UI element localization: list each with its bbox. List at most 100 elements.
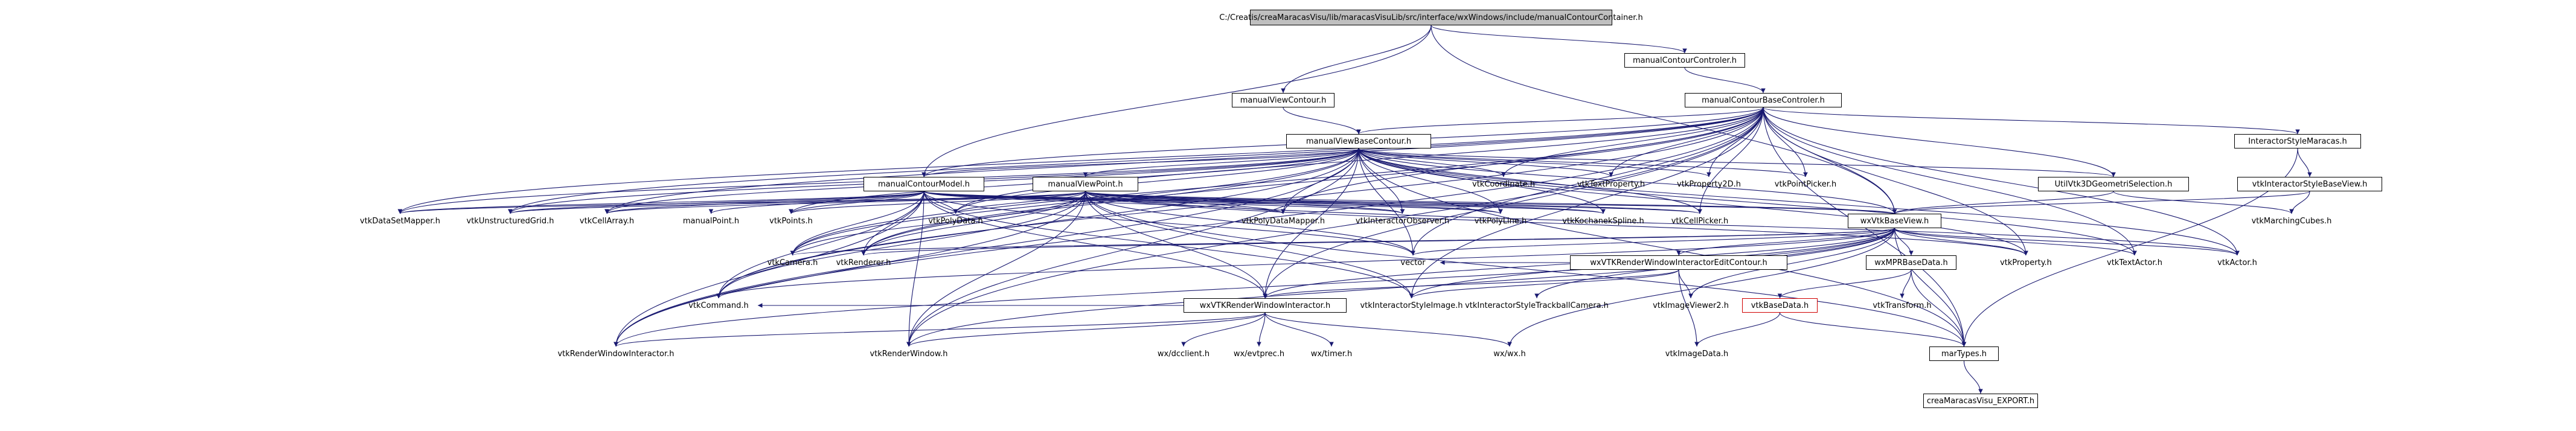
node-vtkpoints: vtkPoints.h: [769, 216, 813, 226]
node-vtkcamera: vtkCamera.h: [767, 258, 818, 267]
node-wxvtkrwi-editcontour[interactable]: wxVTKRenderWindowInteractorEditContour.h: [1570, 255, 1787, 270]
edge-basecontroler-to-vtkcoordinate: [1501, 107, 1764, 177]
node-vtkproperty: vtkProperty.h: [2000, 258, 2052, 267]
edge-basecontroler-to-vtkinteractorstyleimage: [1409, 107, 1764, 299]
edge-contourmodel-to-vector: [923, 191, 1415, 256]
edge-basecontroler-to-vtkcellarray: [604, 107, 1764, 214]
node-controler[interactable]: manualContourControler.h: [1624, 53, 1745, 68]
node-viewbasecontour[interactable]: manualViewBaseContour.h: [1286, 134, 1431, 148]
node-wxtimer: wx/timer.h: [1310, 349, 1353, 359]
edge-viewbasecontour-to-vtkpolydata: [953, 148, 1359, 214]
node-vtkinteractorobserver: vtkInteractorObserver.h: [1355, 216, 1450, 226]
edge-viewbasecontour-to-vtkactor: [1358, 148, 2240, 256]
edge-viewpoint-to-vtkkochanekspline: [1085, 191, 1606, 214]
edge-wxvtkrwi-to-wxwx: [1264, 312, 1512, 347]
node-viewcontour[interactable]: manualViewContour.h: [1232, 93, 1334, 107]
node-vtktextactor: vtkTextActor.h: [2107, 258, 2162, 267]
edge-viewbasecontour-to-utilvtk3d: [1358, 148, 2116, 177]
edge-vtkbasedata-to-vtkimagedata: [1694, 312, 1781, 347]
edge-viewpoint-to-vtkrenderer: [861, 191, 1086, 256]
edge-controler-to-basecontroler: [1684, 67, 1766, 94]
edge-wxvtkbaseview-to-martypes: [1894, 228, 1967, 347]
node-vtkinteractorstyletrackballcamera: vtkInteractorStyleTrackballCamera.h: [1465, 301, 1609, 310]
node-contourmodel[interactable]: manualContourModel.h: [863, 177, 984, 191]
edge-viewcontour-to-viewbasecontour: [1283, 107, 1361, 135]
edge-viewpoint-to-vtkrenderwindowinteractor: [614, 191, 1086, 347]
edge-viewbasecontour-to-wxvtkbaseview: [1358, 148, 1897, 214]
edge-viewpoint-to-vtkinteractorstyleimage: [1085, 191, 1414, 299]
edge-viewpoint-to-vtkunstructuredgrid: [508, 191, 1086, 214]
edge-vtkbasedata-to-martypes: [1779, 312, 1967, 347]
edge-viewpoint-to-vtkcellarray: [604, 191, 1086, 214]
edge-wxvtkrwi-to-wxdcclient: [1181, 312, 1266, 347]
node-root[interactable]: C:/Creatis/creaMaracasVisu/lib/maracasVi…: [1219, 10, 1643, 25]
node-vtkrenderer: vtkRenderer.h: [836, 258, 891, 267]
edge-viewbasecontour-to-vtkcoordinate: [1358, 148, 1506, 177]
node-vtkimageviewer2: vtkImageViewer2.h: [1653, 301, 1729, 310]
edge-wxvtkbaseview-to-wxwx: [1507, 228, 1895, 347]
edge-wxvtkbaseview-to-vector: [1411, 228, 1895, 256]
node-vector: vector: [1400, 258, 1426, 267]
edge-wxvtkrwi-to-wxtimer: [1264, 312, 1334, 347]
edge-basecontroler-to-vtkpointpicker: [1763, 107, 1808, 177]
edge-contourmodel-to-vtkrenderwindow: [906, 191, 924, 347]
node-vtkpolydatamapper: vtkPolyDataMapper.h: [1241, 216, 1325, 226]
edge-viewpoint-to-vtkproperty: [1085, 191, 2028, 256]
edge-viewpoint-to-vtkpolyline: [1085, 191, 1503, 214]
edge-basecontroler-to-vector: [1411, 107, 1764, 256]
node-vtkimagedata: vtkImageData.h: [1665, 349, 1729, 359]
node-vtkcellarray: vtkCellArray.h: [579, 216, 635, 226]
node-viewpoint[interactable]: manualViewPoint.h: [1033, 177, 1138, 191]
node-vtkmarchingcubes: vtkMarchingCubes.h: [2251, 216, 2332, 226]
edge-contourmodel-to-manualpoint: [708, 191, 924, 214]
edge-contourmodel-to-vtkunstructuredgrid: [508, 191, 924, 214]
node-vtkpolydata: vtkPolyData.h: [928, 216, 983, 226]
edge-basecontroler-to-vtkrenderer: [861, 107, 1764, 256]
node-vtkrenderwindowinteractor: vtkRenderWindowInteractor.h: [557, 349, 674, 359]
edge-viewpoint-to-vector: [1085, 191, 1415, 256]
edge-wxvtkbaseview-to-wxvtkrwi-editcontour: [1676, 228, 1895, 256]
node-vtkbasedata[interactable]: vtkBaseData.h: [1742, 298, 1818, 313]
edge-viewbasecontour-to-vtkcellpicker: [1358, 148, 1702, 214]
edge-basecontroler-to-vtkcellpicker: [1697, 107, 1764, 214]
node-vtkcellpicker: vtkCellPicker.h: [1671, 216, 1729, 226]
edge-basecontroler-to-vtktextproperty: [1609, 107, 1764, 177]
edge-viewpoint-to-vtkrenderwindow: [906, 191, 1086, 347]
edge-basecontroler-to-vtkdatasetmapper: [397, 107, 1764, 214]
node-wxmprbasedata[interactable]: wxMPRBaseData.h: [1866, 255, 1956, 270]
edge-viewpoint-to-wxvtkbaseview: [1085, 191, 1897, 214]
node-utilvtk3d[interactable]: UtilVtk3DGeometriSelection.h: [2038, 177, 2189, 191]
edge-basecontroler-to-vtkrenderwindowinteractor: [614, 107, 1764, 347]
edge-contourmodel-to-vtkcamera: [790, 191, 924, 256]
node-vtkinteractorstylebaseview[interactable]: vtkInteractorStyleBaseView.h: [2237, 177, 2382, 191]
node-vtkactor: vtkActor.h: [2217, 258, 2257, 267]
edge-wxvtkbaseview-to-vtkproperty: [1894, 228, 2028, 256]
node-wxvtkrwi[interactable]: wxVTKRenderWindowInteractor.h: [1184, 298, 1347, 313]
edge-contourmodel-to-vtkcellpicker: [923, 191, 1702, 214]
edge-wxmprbasedata-to-vtkbasedata: [1777, 269, 1912, 299]
node-vtkpolyline: vtkPolyLine.h: [1474, 216, 1527, 226]
node-interactorstyle[interactable]: InteractorStyleMaracas.h: [2234, 134, 2361, 148]
edge-wxvtkbaseview-to-vtktextactor: [1894, 228, 2137, 256]
edge-viewbasecontour-to-vtkpointpicker: [1358, 148, 1808, 177]
node-basecontroler[interactable]: manualContourBaseControler.h: [1685, 93, 1842, 107]
edge-viewbasecontour-to-vtktextactor: [1358, 148, 2137, 256]
edge-wxvtkrwi-editcontour-to-wxvtkrwi: [1263, 269, 1679, 299]
edge-wxvtkrwi-to-wxevtprec: [1257, 312, 1266, 347]
edge-contourmodel-to-vtkdatasetmapper: [398, 191, 924, 214]
edge-viewpoint-to-vtkpoints: [789, 191, 1086, 214]
node-vtkcoordinate: vtkCoordinate.h: [1472, 179, 1535, 189]
edge-root-to-controler: [1431, 25, 1687, 54]
edge-root-to-wxvtkbaseview: [1431, 25, 1897, 214]
edge-wxvtkbaseview-to-wxmprbasedata: [1894, 228, 1914, 256]
node-vtktextproperty: vtkTextProperty.h: [1577, 179, 1645, 189]
edge-vtkinteractorstylebaseview-to-wxvtkbaseview: [1892, 191, 2310, 214]
node-creamaracasexport[interactable]: creaMaracasVisu_EXPORT.h: [1923, 394, 2038, 408]
node-wxevtprec: wx/evtprec.h: [1233, 349, 1285, 359]
node-wxvtkbaseview[interactable]: wxVtkBaseView.h: [1848, 214, 1941, 228]
edge-wxvtkrwi-editcontour-to-vtkinteractorstyleimage: [1409, 269, 1679, 299]
edge-basecontroler-to-utilvtk3d: [1763, 107, 2116, 177]
node-martypes[interactable]: marTypes.h: [1929, 346, 1999, 361]
edge-utilvtk3d-to-wxvtkbaseview: [1892, 191, 2114, 214]
edge-viewbasecontour-to-martypes: [1358, 148, 1967, 347]
